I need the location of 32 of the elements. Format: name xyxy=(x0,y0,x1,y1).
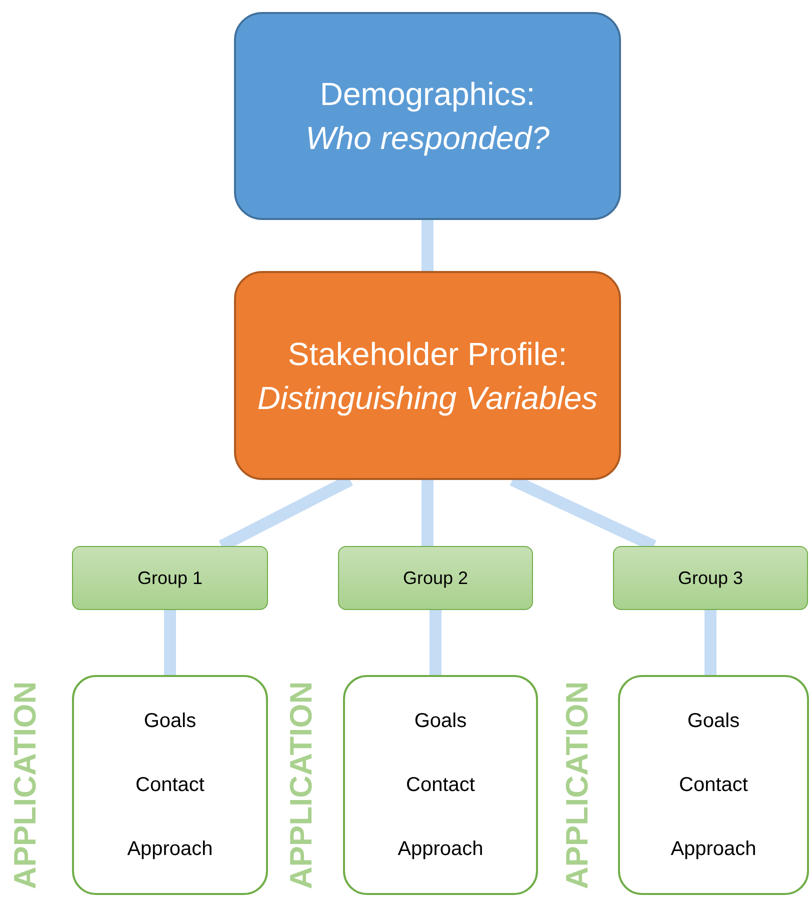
detail-card xyxy=(72,675,268,895)
vertical-label: APPLICATION xyxy=(282,681,320,889)
box-title: Group 2 xyxy=(402,566,468,590)
connector-line xyxy=(422,480,434,546)
category-box xyxy=(234,12,621,220)
box-title: Group 3 xyxy=(678,566,744,590)
box-text: Contact xyxy=(679,773,748,798)
box-title: Stakeholder Profile: xyxy=(288,334,568,374)
box-text: Contact xyxy=(136,773,204,798)
box-text: Contact xyxy=(406,773,475,798)
category-box xyxy=(234,271,621,480)
detail-card xyxy=(343,675,538,895)
box-text: Approach xyxy=(398,837,484,862)
box-title: Goals xyxy=(144,709,196,734)
group-box xyxy=(338,546,533,610)
group-box xyxy=(613,546,808,610)
box-text: Approach xyxy=(127,837,213,862)
connector-line xyxy=(422,220,434,271)
box-title: Goals xyxy=(687,709,740,734)
group-box xyxy=(72,546,268,610)
box-title: Goals xyxy=(414,709,467,734)
detail-card xyxy=(618,675,809,895)
vertical-label: APPLICATION xyxy=(6,681,44,889)
box-text: Who responded? xyxy=(306,119,550,158)
vertical-label: APPLICATION xyxy=(558,681,596,889)
box-title: Demographics: xyxy=(320,75,536,114)
connector-line xyxy=(704,610,716,675)
connector-line xyxy=(164,610,176,675)
box-title: Group 1 xyxy=(137,566,203,590)
box-text: Distinguishing Variables xyxy=(257,378,598,418)
connector-line xyxy=(430,610,442,675)
box-text: Approach xyxy=(670,837,756,862)
